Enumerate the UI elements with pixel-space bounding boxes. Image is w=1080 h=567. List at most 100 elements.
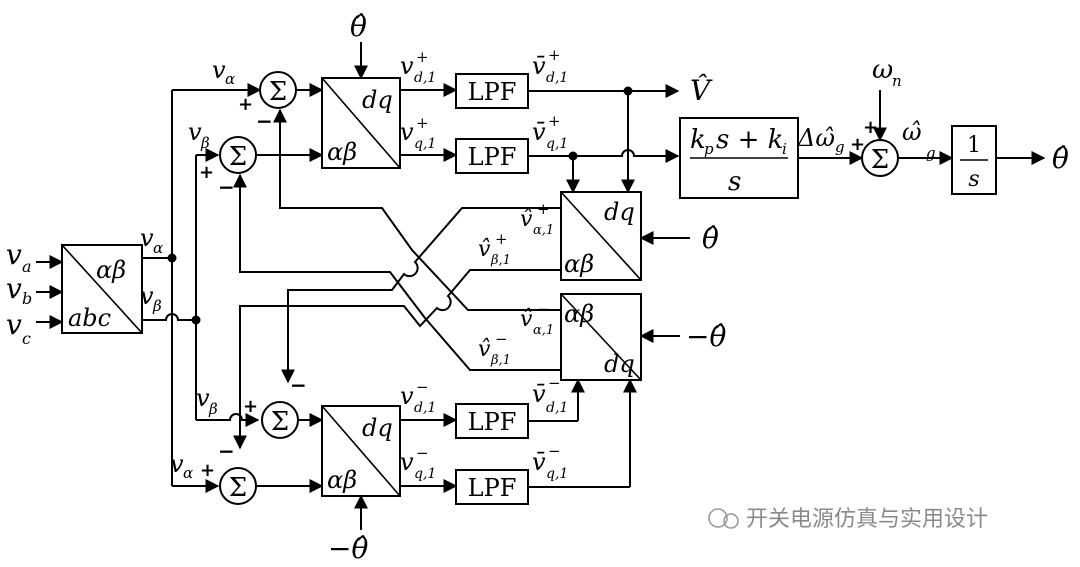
svg-text:g: g [926, 144, 936, 162]
vbar-d1p-label: v̄ [532, 52, 546, 80]
inverse-park-negative: αβ dq [560, 293, 642, 381]
vb1n-label: v̂ [478, 337, 491, 362]
decoupling-feedback-network [233, 108, 561, 450]
svg-text:Σ: Σ [871, 145, 889, 175]
svg-text:α,1: α,1 [533, 223, 554, 238]
theta-hat-top: θ̂ [350, 10, 367, 43]
svg-text:q,1: q,1 [414, 136, 436, 152]
sum3-minus: − [290, 373, 307, 397]
svg-text:β,1: β,1 [490, 253, 511, 268]
sum-junction-1: Σ + − [238, 71, 297, 133]
svg-text:−: − [416, 444, 429, 462]
sum1-plus: + [238, 94, 253, 115]
clarke-v-beta: v [140, 282, 154, 310]
sum-junction-4: Σ + − [200, 439, 257, 505]
svg-text:q,1: q,1 [546, 466, 568, 482]
svg-text:+: + [548, 46, 561, 64]
svg-text:s: s [968, 167, 979, 192]
pi-controller-block: k p s + k i s [679, 117, 799, 199]
svg-text:+: + [416, 48, 429, 66]
vb1p-label: v̂ [478, 237, 491, 262]
sum4-minus: − [218, 439, 235, 463]
park-block-negative: dq αβ [321, 405, 401, 497]
sum3-plus: + [243, 396, 258, 417]
sum2-plus: + [199, 162, 214, 183]
label-v-alpha-top-sub: α [225, 70, 235, 88]
omega-g-label: ω̂ [902, 118, 922, 146]
lpf-q-negative: LPF [455, 469, 529, 505]
input-vb: v [6, 272, 22, 305]
svg-text:+: + [495, 230, 508, 248]
clarke-transform-block: αβ abc [61, 244, 143, 334]
svg-text:β,1: β,1 [490, 353, 511, 368]
svg-text:dq: dq [604, 350, 635, 378]
svg-text:αβ: αβ [564, 250, 594, 278]
label-v-alpha-bottom: v [170, 450, 184, 478]
vbar-q1n-label: v̄ [532, 448, 546, 476]
input-vc-sub: c [22, 329, 31, 348]
clarke-v-beta-sub: β [152, 297, 162, 315]
svg-text:s + k: s + k [716, 125, 783, 155]
svg-text:+: + [850, 134, 865, 155]
vq1n-label: v [400, 448, 414, 476]
neg-theta-hat-bottom: −θ̂ [328, 532, 368, 565]
svg-text:αβ: αβ [327, 138, 357, 166]
svg-text:αβ: αβ [564, 300, 594, 328]
neg-theta-hat-ipark-neg: −θ̂ [686, 320, 726, 353]
svg-text:+: + [416, 114, 429, 132]
sum1-minus: − [256, 109, 273, 133]
svg-text:+: + [863, 117, 878, 138]
input-va-sub: a [22, 257, 32, 276]
svg-text:Σ: Σ [229, 473, 247, 503]
sum4-plus: + [200, 460, 215, 481]
svg-text:αβ: αβ [327, 466, 357, 494]
positive-sequence-outputs [528, 84, 680, 194]
svg-text:Σ: Σ [269, 77, 287, 107]
clarke-out-label: αβ [96, 256, 126, 284]
svg-text:s: s [728, 167, 741, 197]
vbar-q1p-label: v̄ [532, 118, 546, 146]
svg-text:dq: dq [604, 198, 635, 226]
vd1n-label: v [400, 382, 414, 410]
va1p-label: v̂ [520, 207, 533, 232]
theta-hat-output: θ̂ [1052, 142, 1069, 175]
delta-omega-g-label: Δω̂ [797, 124, 835, 152]
svg-text:i: i [782, 140, 787, 158]
svg-text:LPF: LPF [468, 474, 517, 502]
svg-text:+: + [548, 112, 561, 130]
svg-text:g: g [835, 138, 845, 156]
watermark: 开关电源仿真与实用设计 [708, 507, 988, 532]
label-v-alpha-top: v [212, 56, 226, 84]
label-v-beta-top: v [188, 118, 202, 146]
alpha-beta-buses [142, 83, 262, 493]
svg-text:1: 1 [967, 133, 981, 158]
svg-text:d,1: d,1 [414, 70, 436, 86]
integrator-block: 1 s [951, 125, 997, 195]
svg-text:Σ: Σ [229, 142, 247, 172]
label-v-beta-bottom: v [196, 384, 210, 412]
label-v-beta-top-sub: β [200, 134, 210, 152]
clarke-v-alpha: v [140, 224, 154, 252]
svg-text:dq: dq [362, 86, 393, 114]
label-v-alpha-bottom-sub: α [183, 464, 193, 482]
vd1p-label: v [400, 52, 414, 80]
lpf-q-positive: LPF [455, 138, 529, 174]
svg-text:d,1: d,1 [546, 400, 568, 416]
svg-text:q,1: q,1 [546, 136, 568, 152]
input-signals: v a v b v c [6, 238, 64, 348]
svg-text:Σ: Σ [271, 407, 289, 437]
sum-junction-omega: Σ + + [850, 117, 899, 177]
va1n-label: v̂ [520, 307, 533, 332]
vbar-d1n-label: v̄ [532, 380, 546, 408]
vq1p-label: v [400, 118, 414, 146]
svg-text:−: − [548, 374, 561, 392]
svg-text:LPF: LPF [468, 143, 517, 171]
theta-hat-ipark-pos: θ̂ [702, 222, 719, 255]
svg-text:dq: dq [362, 414, 393, 442]
sum-junction-3: Σ + − [243, 373, 307, 439]
svg-text:LPF: LPF [468, 408, 517, 436]
clarke-v-alpha-sub: α [153, 239, 163, 257]
svg-text:q,1: q,1 [414, 466, 436, 482]
negative-sequence-outputs [528, 378, 637, 488]
lpf-d-negative: LPF [455, 403, 529, 439]
